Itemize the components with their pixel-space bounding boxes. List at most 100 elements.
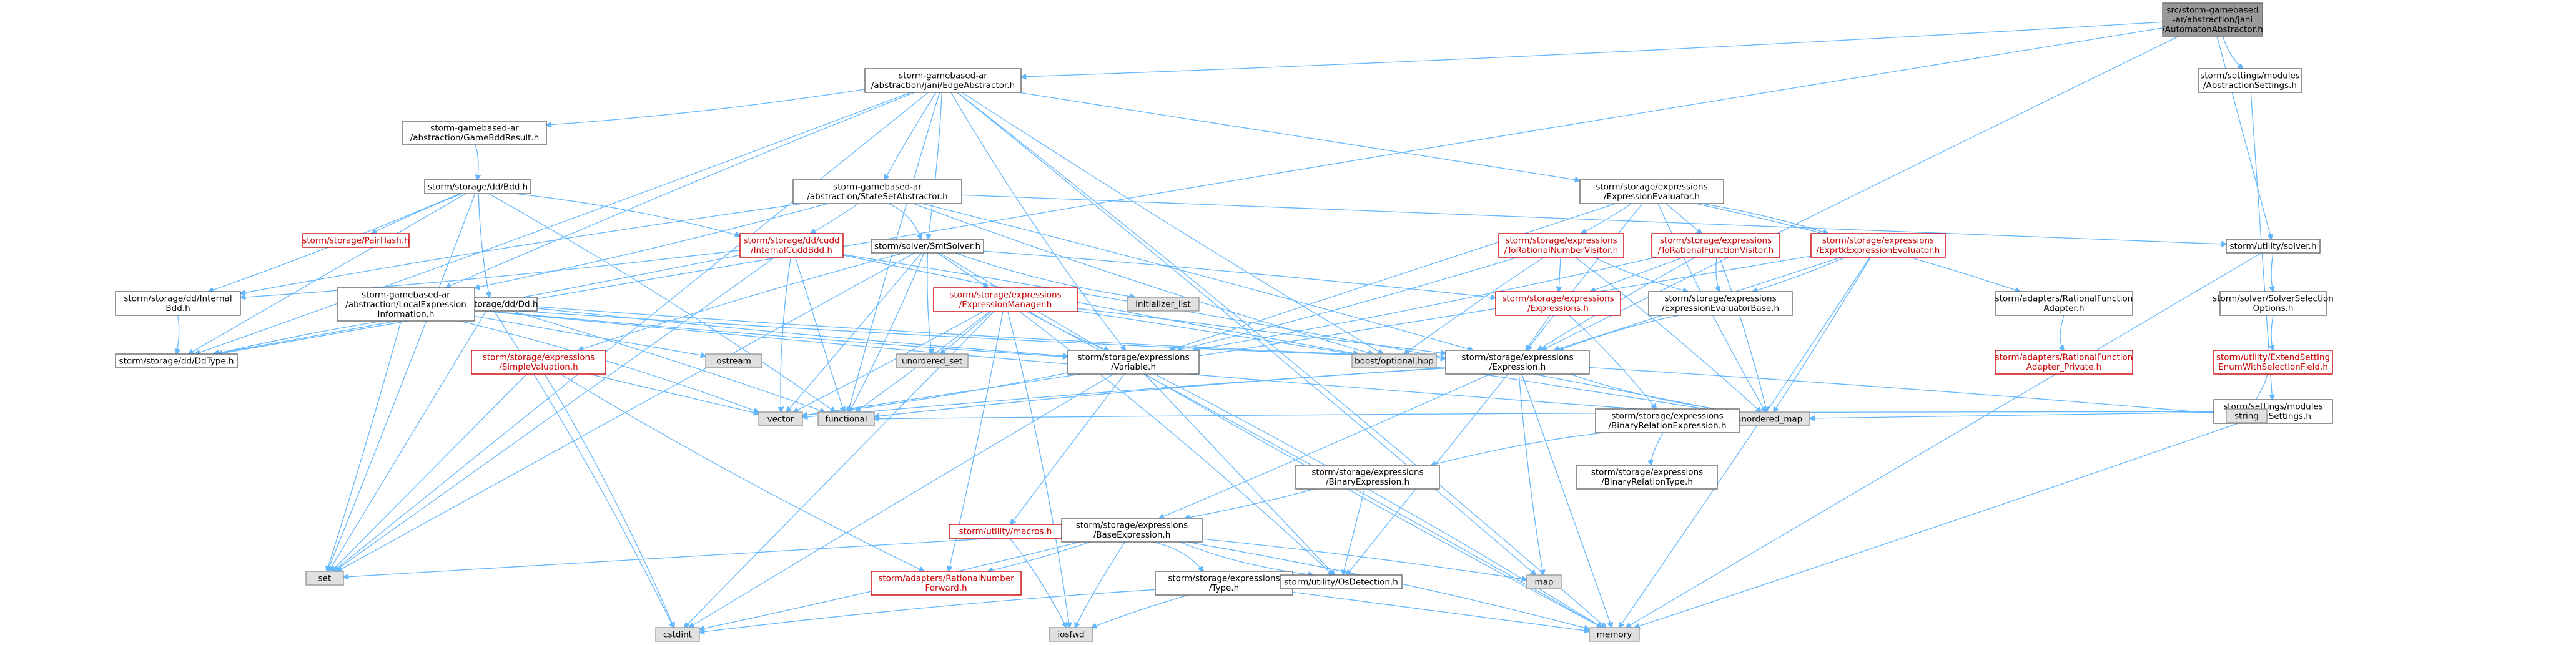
edge-variable-to-memory <box>1154 373 1602 628</box>
edge-smt_solver-to-unordered_set <box>927 252 932 354</box>
node-binary-relation-expr[interactable]: storm/storage/expressions/BinaryRelation… <box>1595 408 1740 433</box>
node-set[interactable]: set <box>305 571 344 586</box>
node-exprtk-evaluator[interactable]: storm/storage/expressions/ExprtkExpressi… <box>1810 233 1946 258</box>
node-label: storm/storage/expressions <box>1664 294 1776 304</box>
node-expr-evaluator[interactable]: storm/storage/expressions/ExpressionEval… <box>1579 179 1724 204</box>
node-label: /abstraction/GameBddResult.h <box>410 133 540 143</box>
node-internal-cudd-bdd[interactable]: storm/storage/dd/cudd/InternalCuddBdd.h <box>739 233 844 258</box>
edge-binary_relation_expr-to-binary_expression <box>1431 432 1604 465</box>
node-label: storm/storage/expressions <box>1660 236 1772 246</box>
node-macros[interactable]: storm/utility/macros.h <box>949 524 1062 539</box>
node-string[interactable]: string <box>2226 408 2268 423</box>
node-label: /AutomatonAbstractor.h <box>2162 24 2263 34</box>
node-root[interactable]: src/storm-gamebased-ar/abstraction/jani/… <box>2162 2 2263 37</box>
node-label: storm/storage/expressions <box>1591 468 1703 478</box>
node-label: storm/adapters/RationalFunction <box>1995 294 2133 304</box>
edge-internal_cudd_bdd-to-internal_bdd <box>240 250 741 298</box>
node-os-detection[interactable]: storm/utility/OsDetection.h <box>1280 574 1403 589</box>
node-label: storm/solver/SmtSolver.h <box>874 241 980 251</box>
edge-expr_manager-to-unordered_set <box>940 311 992 354</box>
edge-bdd-to-internal_cudd_bdd <box>514 193 740 236</box>
node-label: /ExpressionEvaluator.h <box>1604 192 1700 202</box>
node-label: storm/storage/expressions <box>1076 521 1188 531</box>
node-to-rational-number[interactable]: storm/storage/expressions/ToRationalNumb… <box>1498 233 1624 258</box>
node-box <box>705 353 762 368</box>
node-local-expr-info[interactable]: storm-gamebased-ar/abstraction/LocalExpr… <box>337 287 475 322</box>
node-label: /Type.h <box>1209 583 1239 593</box>
node-binary-expression[interactable]: storm/storage/expressions/BinaryExpressi… <box>1295 465 1440 490</box>
edge-variable-to-os_detection <box>1144 373 1335 575</box>
node-label: storm/storage/expressions <box>1822 236 1934 246</box>
node-label: storm/adapters/RationalNumber <box>878 574 1014 584</box>
node-extend-setting[interactable]: storm/utility/ExtendSettingEnumWithSelec… <box>2213 350 2333 375</box>
node-memory[interactable]: memory <box>1589 627 1640 642</box>
node-unordered-set[interactable]: unordered_set <box>896 353 969 368</box>
node-label: /BaseExpression.h <box>1093 530 1171 540</box>
edge-macros-to-iosfwd <box>1009 538 1067 628</box>
node-expr-manager[interactable]: storm/storage/expressions/ExpressionMana… <box>933 287 1078 312</box>
edge-expr_manager-to-variable <box>1029 311 1109 350</box>
node-functional[interactable]: functional <box>817 411 875 426</box>
edge-edge_abs-to-smt_solver <box>928 92 942 239</box>
node-vector[interactable]: vector <box>758 411 803 426</box>
node-pair-hash[interactable]: storm/storage/PairHash.h <box>302 233 410 248</box>
node-edge-abs[interactable]: storm-gamebased-ar/abstraction/jani/Edge… <box>864 68 1022 93</box>
node-box <box>2162 2 2263 37</box>
node-stateset-abs[interactable]: storm-gamebased-ar/abstraction/StateSetA… <box>792 179 962 204</box>
edge-variable-to-cstdint <box>689 373 1114 628</box>
node-label: functional <box>825 414 867 424</box>
node-boost-optional[interactable]: boost/optional.hpp <box>1351 353 1437 368</box>
node-expression[interactable]: storm/storage/expressions/Expression.h <box>1445 350 1590 375</box>
edge-exprtk_evaluator-to-vector <box>802 255 1812 416</box>
node-simple-valuation[interactable]: storm/storage/expressions/SimpleValuatio… <box>471 350 606 375</box>
node-cstdint[interactable]: cstdint <box>655 627 700 642</box>
edge-smt_solver-to-expr_manager <box>937 252 988 288</box>
node-box <box>1155 571 1293 596</box>
node-box <box>302 233 410 248</box>
node-variable[interactable]: storm/storage/expressions/Variable.h <box>1067 350 1200 375</box>
node-expressions-h[interactable]: storm/storage/expressions/Expressions.h <box>1495 291 1621 316</box>
node-base-expression[interactable]: storm/storage/expressions/BaseExpression… <box>1061 518 1203 543</box>
node-box <box>337 287 475 322</box>
node-abs-settings[interactable]: storm/settings/modules/AbstractionSettin… <box>2198 68 2302 93</box>
node-binary-relation-type[interactable]: storm/storage/expressions/BinaryRelation… <box>1576 465 1718 490</box>
node-label: /ToRationalFunctionVisitor.h <box>1658 245 1774 255</box>
edge-root-to-edge_abs <box>1021 21 2163 77</box>
node-box <box>2226 239 2321 254</box>
node-smt-solver[interactable]: storm/solver/SmtSolver.h <box>871 239 984 254</box>
node-game-bdd-result[interactable]: storm-gamebased-ar/abstraction/GameBddRe… <box>402 121 547 145</box>
edge-to_rational_function-to-unordered_map <box>1719 257 1767 412</box>
node-box <box>2219 291 2327 316</box>
edge-module_settings-to-memory <box>1635 423 2239 628</box>
node-type-h[interactable]: storm/storage/expressions/Type.h <box>1155 571 1293 596</box>
edge-edge_abs-to-boost_optional <box>962 92 1383 354</box>
edge-expr_evaluator-to-variable <box>1170 203 1616 350</box>
node-box <box>1589 627 1640 642</box>
node-dd-type[interactable]: storm/storage/dd/DdType.h <box>115 353 238 368</box>
node-box <box>1351 353 1437 368</box>
node-bdd[interactable]: storm/storage/dd/Bdd.h <box>424 179 531 194</box>
edge-expression-to-functional <box>874 368 1446 417</box>
edge-root-to-expression <box>1542 36 2179 350</box>
node-initializer-list[interactable]: initializer_list <box>1127 297 1200 312</box>
edge-local_expr_info-to-set <box>327 320 402 571</box>
node-rational-function-private[interactable]: storm/adapters/RationalFunctionAdapter_P… <box>1995 350 2133 375</box>
edge-edge_abs-to-local_expr_info <box>446 92 915 288</box>
node-to-rational-function[interactable]: storm/storage/expressions/ToRationalFunc… <box>1651 233 1780 258</box>
edge-to_rational_number-to-variable <box>1177 257 1518 350</box>
edge-simple_valuation-to-rational_number_forward <box>560 373 925 571</box>
edge-expr_manager-to-expression <box>1077 308 1446 353</box>
node-box <box>864 68 1022 93</box>
edge-solver_selection-to-extend_setting <box>2271 315 2273 350</box>
node-ostream[interactable]: ostream <box>705 353 762 368</box>
node-iosfwd[interactable]: iosfwd <box>1049 627 1093 642</box>
edge-internal_bdd-to-dd_type <box>177 315 179 354</box>
node-utility-solver[interactable]: storm/utility/solver.h <box>2226 239 2321 254</box>
node-expr-eval-base[interactable]: storm/storage/expressions/ExpressionEval… <box>1648 291 1793 316</box>
node-unordered-map[interactable]: unordered_map <box>1728 411 1810 426</box>
node-map[interactable]: map <box>1526 574 1562 589</box>
